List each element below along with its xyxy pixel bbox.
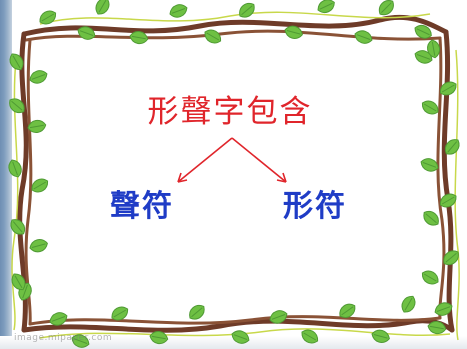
bottom-window-strip bbox=[0, 336, 467, 349]
watermark: image.mipaper.com bbox=[14, 333, 113, 343]
slide-title: 形聲字包含 bbox=[147, 94, 313, 130]
left-window-strip bbox=[0, 0, 12, 349]
right-term: 形符 bbox=[283, 189, 347, 224]
branch-arrows-icon bbox=[177, 137, 287, 183]
left-term: 聲符 bbox=[110, 189, 174, 224]
